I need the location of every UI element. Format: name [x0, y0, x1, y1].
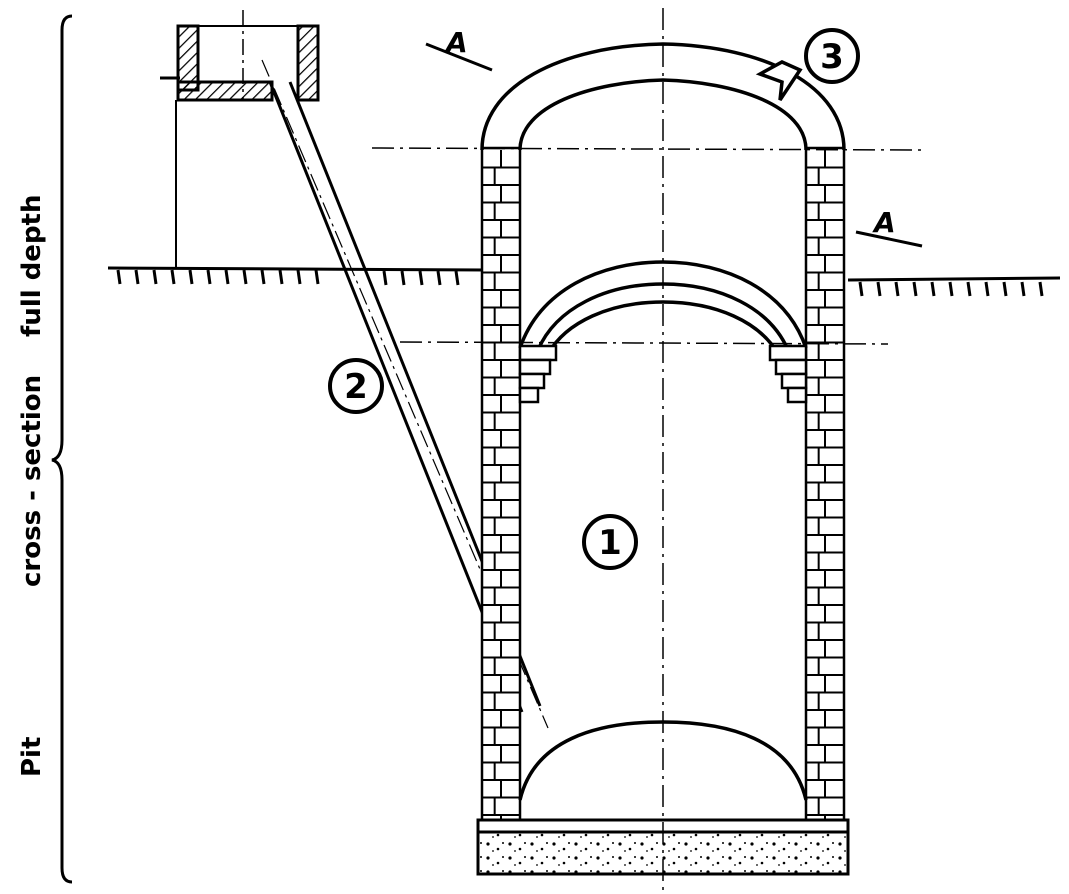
label-full-depth: full depth [17, 195, 47, 338]
side-label: Pit cross - section full depth [17, 195, 47, 778]
ground-line [107, 266, 1061, 282]
section-mark-right-label: A [872, 206, 896, 239]
section-mark-right: A [855, 206, 923, 248]
level-lines [371, 147, 925, 345]
section-mark-top-label: A [444, 26, 468, 59]
callout-3: 3 [804, 28, 860, 84]
callout-2-label: 2 [344, 367, 368, 407]
callout-1: 1 [582, 514, 638, 570]
ground-hatching [116, 269, 1044, 297]
brick-pattern [482, 150, 844, 820]
pit-wall-right [804, 146, 846, 822]
label-cross-section: cross - section [17, 375, 47, 587]
label-pit: Pit [17, 737, 47, 777]
callout-3-label: 3 [820, 37, 844, 77]
corbel-right [768, 344, 808, 404]
upper-dome [480, 42, 846, 151]
callout-1-label: 1 [598, 523, 622, 563]
section-mark-top: A [425, 26, 493, 72]
corbel-left [518, 344, 558, 404]
callout-2: 2 [328, 358, 384, 414]
depth-brace [51, 14, 73, 884]
